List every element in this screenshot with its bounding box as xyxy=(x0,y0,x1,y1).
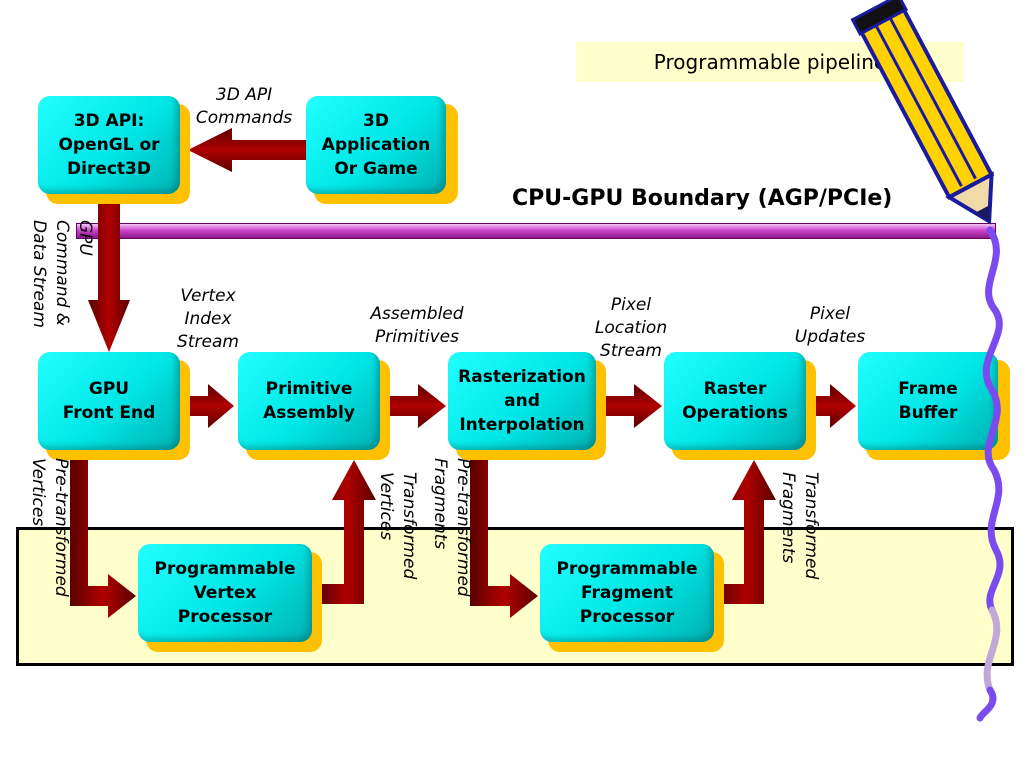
assembled-primitives-label: Assembled Primitives xyxy=(370,304,464,347)
api-commands-label: 3D API Commands xyxy=(195,85,293,128)
arrow-front-end-to-assembly xyxy=(186,384,234,428)
arrow-api-to-front-end xyxy=(88,202,130,352)
arrow-vertex-processor-to-assembly xyxy=(318,460,376,604)
api-box: 3D API: OpenGL or Direct3D xyxy=(38,96,180,194)
vertex-processor-box: Programmable Vertex Processor xyxy=(138,544,312,642)
pixel-location-stream-label: Pixel Location Stream xyxy=(594,295,668,361)
arrow-app-to-api xyxy=(188,128,306,172)
arrow-raster-to-rop xyxy=(602,384,662,428)
arrow-rop-to-frame-buffer xyxy=(816,384,856,428)
vertex-index-stream-label: Vertex Index Stream xyxy=(177,286,239,352)
arrow-assembly-to-raster xyxy=(388,384,446,428)
arrow-raster-to-fragment-processor xyxy=(470,460,538,618)
pixel-updates-label: Pixel Updates xyxy=(794,304,866,347)
frame-buffer-box: Frame Buffer xyxy=(858,352,998,450)
app-box: 3D Application Or Game xyxy=(306,96,446,194)
rasterization-box: Rasterization and Interpolation xyxy=(448,352,596,450)
fragment-processor-box: Programmable Fragment Processor xyxy=(540,544,714,642)
arrow-front-end-to-vertex-processor xyxy=(70,458,136,618)
front-end-box: GPU Front End xyxy=(38,352,180,450)
cpu-gpu-boundary-label: CPU-GPU Boundary (AGP/PCIe) xyxy=(512,186,893,211)
arrow-fragment-processor-to-rop xyxy=(716,460,776,604)
raster-operations-box: Raster Operations xyxy=(664,352,806,450)
assembly-box: Primitive Assembly xyxy=(238,352,380,450)
cpu-gpu-boundary-bar xyxy=(76,223,996,239)
